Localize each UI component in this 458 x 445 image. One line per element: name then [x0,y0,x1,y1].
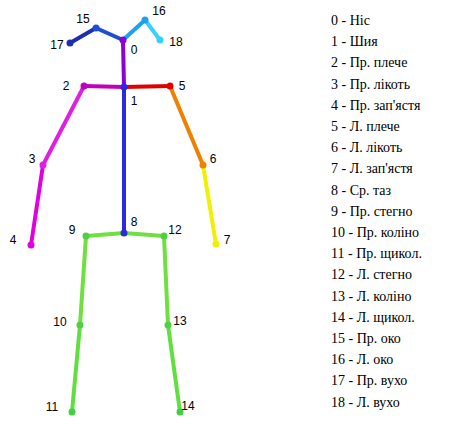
callout-number: 8 [131,216,138,228]
keypoint-name: 13 - Л. коліно [331,290,411,304]
callout-number: 0 [131,44,138,56]
keypoint-name: 3 - Пр. лікоть [331,78,410,92]
keypoint-name: 12 - Л. стегно [331,268,412,282]
callout-number: 3 [29,153,36,165]
keypoint-name: 16 - Л. око [331,353,393,367]
keypoint-name: 5 - Л. плече [331,120,400,134]
callout-number: 15 [76,13,89,25]
callout-number: 12 [168,224,181,236]
callout-number: 9 [69,224,76,236]
keypoint-name: 1 - Шия [331,35,378,49]
keypoint-name: 6 - Л. лікоть [331,141,402,155]
keypoint-name: 4 - Пр. зап'ястя [331,99,420,113]
callout-number: 14 [181,400,194,412]
keypoint-name: 18 - Л. вухо [331,396,400,410]
callout-number: 6 [210,153,217,165]
keypoint-name: 9 - Пр. стегно [331,205,413,219]
callout-number: 7 [224,234,231,246]
keypoint-name: 7 - Л. зап'ястя [331,162,413,176]
callout-number: 1 [131,95,138,107]
callout-number: 4 [10,234,17,246]
keypoint-name: 11 - Пр. щикол. [331,247,422,261]
callout-number: 13 [173,315,186,327]
callout-number: 18 [169,36,182,48]
callout-number: 17 [50,39,63,51]
keypoint-name: 8 - Ср. таз [331,184,391,198]
keypoint-name: 17 - Пр. вухо [331,374,407,388]
keypoint-name: 15 - Пр. око [331,332,401,346]
keypoint-name: 0 - Ніс [331,14,370,28]
keypoint-name: 10 - Пр. коліно [331,226,419,240]
callout-number: 5 [179,80,186,92]
callout-number: 11 [46,401,58,413]
callout-number: 10 [53,316,66,328]
callout-number: 2 [63,80,70,92]
keypoint-name: 14 - Л. щикол. [331,311,415,325]
keypoint-name: 2 - Пр. плече [331,56,407,70]
callout-number: 16 [152,5,165,17]
